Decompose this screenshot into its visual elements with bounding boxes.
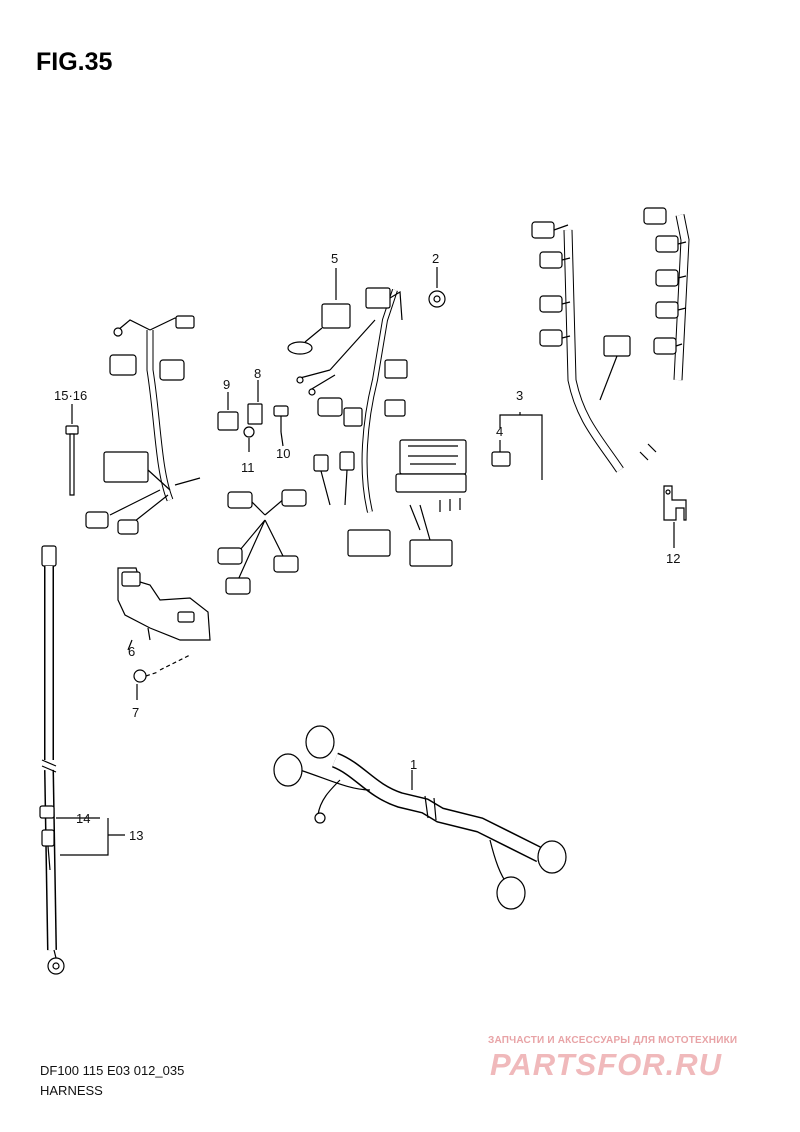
section-name: HARNESS xyxy=(40,1083,103,1098)
callout-12: 12 xyxy=(666,551,680,566)
callout-6: 6 xyxy=(128,644,135,659)
relay-part-5[interactable] xyxy=(287,268,351,355)
left-cluster-connectors[interactable] xyxy=(85,315,201,535)
watermark-logo: PARTSFOR.RU xyxy=(490,1047,723,1082)
battery-cable-part-13[interactable] xyxy=(39,545,125,975)
coil-connectors-right[interactable] xyxy=(643,207,687,355)
leader-part-3-4 xyxy=(499,412,543,480)
callout-4: 4 xyxy=(496,424,503,439)
main-multipin-connector[interactable] xyxy=(347,439,467,567)
cable-tie-part-15-16[interactable] xyxy=(65,404,79,496)
callout-7: 7 xyxy=(132,705,139,720)
main-harness[interactable] xyxy=(146,214,690,532)
callout-9: 9 xyxy=(223,377,230,392)
screw-part-7[interactable] xyxy=(133,654,191,700)
callout-5: 5 xyxy=(331,251,338,266)
fuse-part-4[interactable] xyxy=(491,440,511,467)
bracket-screw-parts[interactable] xyxy=(217,380,289,452)
center-lower-connectors[interactable] xyxy=(217,489,307,595)
center-top-connectors[interactable] xyxy=(296,287,408,506)
callout-3: 3 xyxy=(516,388,523,403)
bracket-part-12[interactable] xyxy=(663,485,687,548)
callout-11: 11 xyxy=(241,460,255,475)
figure-title: FIG.35 xyxy=(36,48,113,76)
callout-15-16: 15·16 xyxy=(54,388,87,403)
model-code: DF100 115 E03 012_035 xyxy=(40,1063,185,1078)
callout-10: 10 xyxy=(276,446,290,461)
callout-1: 1 xyxy=(410,757,417,772)
coil-connectors-left[interactable] xyxy=(531,221,631,401)
callout-8: 8 xyxy=(254,366,261,381)
callout-2: 2 xyxy=(432,251,439,266)
sub-harness-part-1[interactable] xyxy=(273,725,567,910)
callout-13: 13 xyxy=(129,828,143,843)
callout-14: 14 xyxy=(76,811,90,826)
nut-part-2[interactable] xyxy=(428,267,446,308)
holder-part-6[interactable] xyxy=(117,567,211,651)
watermark-tagline: ЗАПЧАСТИ И АКСЕССУАРЫ ДЛЯ МОТОТЕХНИКИ xyxy=(488,1035,738,1046)
